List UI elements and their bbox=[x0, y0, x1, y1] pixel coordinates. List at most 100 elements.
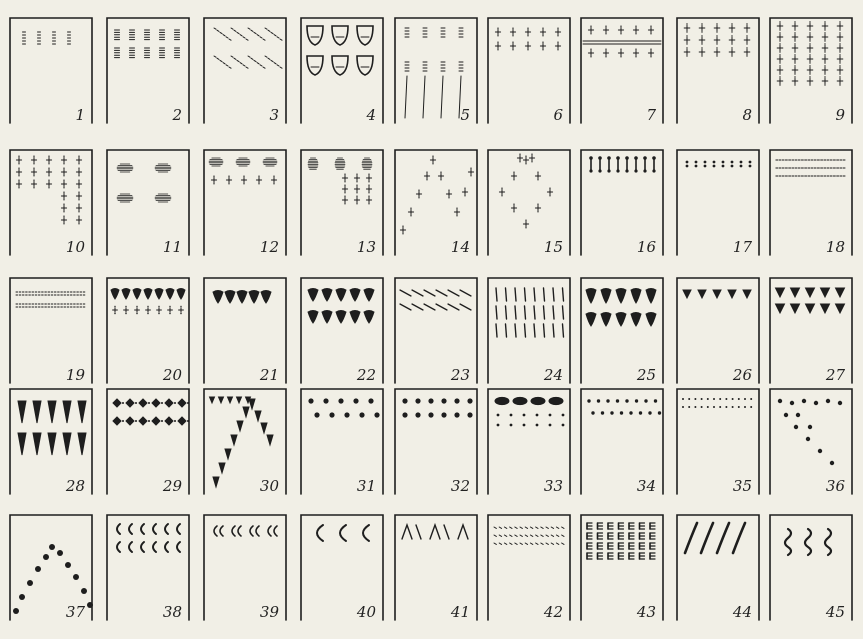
panel-number: 24 bbox=[543, 366, 563, 384]
fine-dash-rows-motif bbox=[776, 160, 845, 176]
vertical-bead-strokes-motif bbox=[589, 156, 656, 172]
wavy-strokes-motif bbox=[785, 529, 831, 555]
panel-number: 4 bbox=[365, 106, 376, 124]
panel-39: 39 bbox=[204, 515, 286, 621]
panel-number: 18 bbox=[826, 238, 845, 256]
panel-22: 22 bbox=[301, 278, 383, 384]
panel-number: 13 bbox=[357, 238, 376, 256]
large-crescents-motif bbox=[317, 525, 369, 541]
panel-number: 41 bbox=[450, 603, 470, 621]
panel-number: 25 bbox=[636, 366, 656, 384]
panel-number: 27 bbox=[825, 366, 846, 384]
plus-rows-motif bbox=[495, 28, 560, 51]
dot-row-motif bbox=[686, 161, 752, 168]
pendant-drops-motif bbox=[308, 289, 374, 324]
horizontal-dash-columns-motif bbox=[115, 30, 180, 58]
large-dots-motif bbox=[402, 398, 472, 417]
panel-11: 11 bbox=[107, 150, 189, 256]
panel-28: 28 bbox=[10, 389, 92, 495]
panel-13: 13 bbox=[301, 150, 383, 256]
panel-24: 24 bbox=[488, 278, 570, 384]
shield-cups-motif bbox=[307, 26, 373, 75]
ovals-over-dots-motif bbox=[495, 397, 564, 426]
panel-number: 36 bbox=[826, 477, 846, 495]
vertical-strokes-motif bbox=[496, 288, 564, 337]
panel-17: 17 bbox=[677, 150, 759, 256]
arches-motif bbox=[402, 525, 468, 539]
panel-number: 1 bbox=[75, 106, 85, 124]
panel-42: 42 bbox=[488, 515, 570, 621]
panel-number: 12 bbox=[260, 238, 279, 256]
panel-number: 3 bbox=[269, 106, 279, 124]
panel-number: 30 bbox=[260, 477, 280, 495]
panel-number: 38 bbox=[163, 603, 182, 621]
panel-number: 29 bbox=[162, 477, 183, 495]
small-dots-motif bbox=[587, 399, 661, 414]
ovals-over-pluses-motif bbox=[209, 158, 277, 185]
panel-4: 4 bbox=[301, 18, 383, 124]
panel-number: 32 bbox=[451, 477, 470, 495]
panel-number: 16 bbox=[637, 238, 657, 256]
ovals-and-plus-block-motif bbox=[308, 158, 372, 205]
wedge-chevron-motif bbox=[210, 397, 274, 487]
panel-8: 8 bbox=[677, 18, 759, 124]
panel-12: 12 bbox=[204, 150, 286, 256]
small-triangles-motif bbox=[776, 288, 845, 313]
panel-34: 34 bbox=[581, 389, 663, 495]
panel-5: 5 bbox=[395, 18, 477, 124]
panel-number: 35 bbox=[733, 477, 752, 495]
panel-9: 9 bbox=[770, 18, 852, 124]
panel-14: 14 bbox=[395, 150, 477, 256]
vertical-dash-columns-motif bbox=[23, 32, 71, 44]
panel-27: 27 bbox=[770, 278, 852, 384]
panel-41: 41 bbox=[395, 515, 477, 621]
panel-number: 45 bbox=[825, 603, 845, 621]
panel-1: 1 bbox=[10, 18, 92, 124]
panel-number: 11 bbox=[163, 238, 182, 256]
plus-grid-motif bbox=[684, 23, 750, 56]
panel-number: 34 bbox=[637, 477, 656, 495]
dot-triangle-motif bbox=[778, 399, 842, 465]
hatched-ovals-motif bbox=[117, 164, 171, 202]
panel-number: 10 bbox=[66, 238, 86, 256]
fine-dash-rows-motif bbox=[16, 292, 85, 307]
panel-10: 10 bbox=[10, 150, 92, 256]
panel-37: 37 bbox=[10, 515, 93, 621]
fine-diagonal-rows-motif bbox=[494, 527, 564, 544]
panel-number: 28 bbox=[65, 477, 85, 495]
panel-number: 14 bbox=[451, 238, 470, 256]
plus-l-shape-motif bbox=[16, 156, 81, 225]
panel-31: 31 bbox=[301, 389, 383, 495]
panel-number: 44 bbox=[732, 603, 752, 621]
panel-number: 6 bbox=[553, 106, 563, 124]
panel-25: 25 bbox=[581, 278, 663, 384]
panel-number: 8 bbox=[742, 106, 752, 124]
crescents-motif bbox=[117, 524, 180, 552]
dash-columns-with-lines-motif bbox=[405, 28, 463, 118]
comb-blocks-motif bbox=[587, 523, 655, 559]
panel-2: 2 bbox=[107, 18, 189, 124]
panel-38: 38 bbox=[107, 515, 189, 621]
panel-30: 30 bbox=[204, 389, 286, 495]
panel-number: 23 bbox=[450, 366, 470, 384]
triangles-over-pluses-motif bbox=[111, 289, 185, 315]
plus-zigzag-motif bbox=[400, 156, 473, 235]
panel-number: 5 bbox=[460, 106, 470, 124]
panel-15: 15 bbox=[488, 150, 570, 256]
pendant-drops-motif bbox=[213, 291, 271, 304]
small-triangles-motif bbox=[683, 290, 751, 298]
panel-26: 26 bbox=[677, 278, 759, 384]
plus-grid-motif bbox=[777, 21, 843, 85]
panel-number: 7 bbox=[646, 106, 656, 124]
panel-21: 21 bbox=[204, 278, 286, 384]
panel-19: 19 bbox=[10, 278, 92, 384]
panel-number: 19 bbox=[66, 366, 86, 384]
pendant-drops-motif bbox=[586, 289, 656, 327]
slanted-strokes-motif bbox=[685, 523, 745, 553]
panel-number: 20 bbox=[162, 366, 183, 384]
panel-40: 40 bbox=[301, 515, 383, 621]
diamonds-and-dots-motif bbox=[113, 399, 189, 425]
panel-number: 39 bbox=[260, 603, 280, 621]
panel-32: 32 bbox=[395, 389, 477, 495]
